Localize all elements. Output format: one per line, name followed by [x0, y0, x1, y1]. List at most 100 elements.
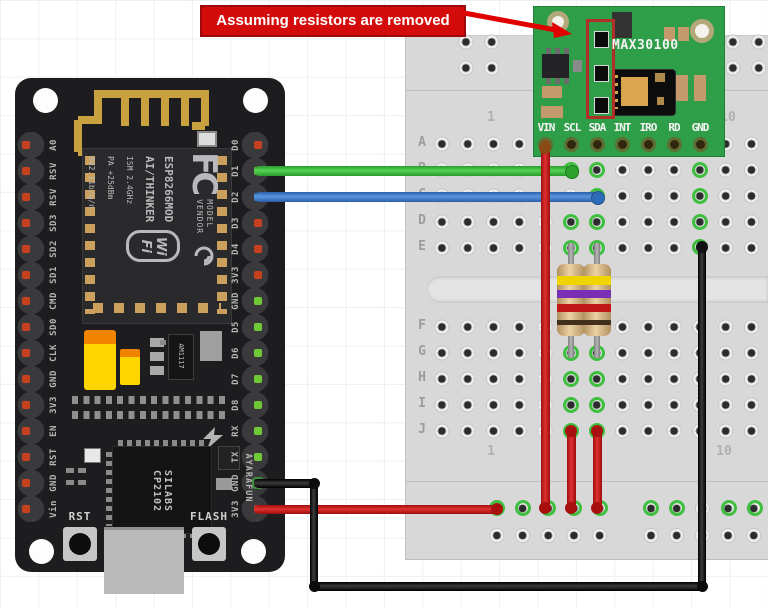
pullup-resistor-scl[interactable]	[557, 243, 585, 358]
row-label-e: E	[418, 239, 426, 254]
pin-rx[interactable]: RX	[212, 418, 270, 444]
cp2102-usb-chip[interactable]: SILABS CP2102	[112, 446, 212, 534]
pin-d8[interactable]: D8	[212, 392, 270, 418]
smd-pad	[678, 27, 689, 41]
row-label-d: D	[418, 213, 426, 228]
max-pin-label-rd: RD	[668, 121, 680, 134]
pin-3v3-l[interactable]: 3V3	[16, 392, 88, 418]
pin-sd0[interactable]: SD0	[16, 314, 88, 340]
pin-gnd-l2[interactable]: GND	[16, 470, 88, 496]
wire-d2-to-sda[interactable]	[254, 192, 603, 202]
wire-bend[interactable]	[697, 581, 708, 592]
pin-tx[interactable]: TX	[212, 444, 270, 470]
pullup-resistor-sda[interactable]	[583, 243, 611, 358]
flash-button[interactable]	[192, 527, 226, 561]
pin-dot	[22, 141, 30, 149]
pin-gnd-r1[interactable]: GND	[212, 288, 270, 314]
pin-3v3-r1[interactable]: 3V3	[212, 262, 270, 288]
pin-d5[interactable]: D5	[212, 314, 270, 340]
pin-sd2[interactable]: SD2	[16, 236, 88, 262]
max-pin-iro[interactable]	[641, 137, 656, 152]
usb-port[interactable]	[104, 527, 184, 594]
mounting-hole	[690, 19, 714, 43]
annotation-text: Assuming resistors are removed	[216, 12, 450, 29]
am1117-regulator[interactable]: AM1117	[168, 334, 194, 380]
pin-sd3[interactable]: SD3	[16, 210, 88, 236]
wire-gnd-seg3[interactable]	[310, 582, 706, 591]
connected-hole	[669, 500, 685, 516]
wire-vin-to-rail[interactable]	[541, 144, 550, 512]
row-label-h: H	[418, 370, 426, 385]
wire-3v3-to-rail[interactable]	[254, 505, 501, 514]
am1117-label: AM1117	[177, 343, 185, 369]
sensor-detail	[657, 97, 664, 105]
smd-resistor	[594, 65, 609, 82]
max30100-label: MAX30100	[612, 38, 679, 53]
wire-end	[696, 241, 708, 253]
chip-leg	[546, 78, 551, 84]
col-label-10-bottom: 10	[716, 444, 732, 459]
connected-hole	[692, 214, 708, 230]
smd-pad	[150, 338, 164, 347]
max-pin-int[interactable]	[615, 137, 630, 152]
wire-end	[539, 502, 551, 514]
band-gold	[557, 320, 585, 325]
pin-cmd[interactable]: CMD	[16, 288, 88, 314]
wire-d1-to-scl[interactable]	[254, 166, 577, 176]
col-label-1-top: 1	[487, 110, 495, 125]
pin-dot	[22, 297, 30, 305]
pin-d6[interactable]: D6	[212, 340, 270, 366]
rst-button[interactable]	[63, 527, 97, 561]
pad-row	[72, 411, 230, 419]
band-red	[557, 304, 585, 312]
wire-bend[interactable]	[309, 478, 320, 489]
smd-pad	[150, 366, 164, 375]
pin-rsv1[interactable]: RSV	[16, 158, 88, 184]
smd-pad	[66, 480, 74, 485]
pin-dot	[254, 297, 262, 305]
pin-vin[interactable]: Vin	[16, 496, 88, 522]
pin-dot	[22, 271, 30, 279]
pin-rsv2[interactable]: RSV	[16, 184, 88, 210]
resistors-to-remove-outline	[586, 19, 615, 119]
pin-d3[interactable]: D3	[212, 210, 270, 236]
pin-d7[interactable]: D7	[212, 366, 270, 392]
wire-end	[565, 502, 577, 514]
pin-rst[interactable]: RST	[16, 444, 88, 470]
wire-end	[565, 425, 577, 437]
annotation-callout[interactable]: Assuming resistors are removed	[200, 5, 466, 37]
max-pin-sda[interactable]	[590, 137, 605, 152]
band-violet	[583, 290, 611, 298]
chip-leg	[564, 78, 569, 84]
pin-clk[interactable]: CLK	[16, 340, 88, 366]
pin-d0[interactable]: D0	[212, 132, 270, 158]
pin-dot	[254, 453, 262, 461]
pin-d4[interactable]: D4	[212, 236, 270, 262]
pin-dot	[22, 167, 30, 175]
module-pads-bottom	[93, 303, 221, 313]
pin-gnd-l1[interactable]: GND	[16, 366, 88, 392]
smd-pad	[694, 75, 706, 101]
esp8266-module[interactable]	[82, 148, 232, 324]
rst-button-label: RST	[68, 510, 92, 523]
pin-sd1[interactable]: SD1	[16, 262, 88, 288]
pin-a0[interactable]: A0	[16, 132, 88, 158]
wire-gnd-seg4-to-max-gnd[interactable]	[698, 243, 706, 590]
wire-sda-pullup-to-rail[interactable]	[593, 427, 602, 512]
max-pin-gnd[interactable]	[693, 137, 708, 152]
wire-gnd-seg1[interactable]	[254, 479, 318, 488]
module-pads-right	[217, 156, 227, 314]
wire-end	[539, 142, 551, 154]
max-pin-scl[interactable]	[564, 137, 579, 152]
wire-scl-pullup-to-rail[interactable]	[567, 427, 576, 512]
chip-leg	[555, 48, 560, 54]
pin-dot	[254, 349, 262, 357]
pin-en[interactable]: EN	[16, 418, 88, 444]
smd-pad	[78, 468, 86, 473]
wire-gnd-seg2[interactable]	[310, 479, 318, 590]
smd-pad	[542, 86, 562, 98]
max-pin-rd[interactable]	[667, 137, 682, 152]
wire-bend[interactable]	[309, 581, 320, 592]
pin-label: Vin	[49, 500, 59, 518]
